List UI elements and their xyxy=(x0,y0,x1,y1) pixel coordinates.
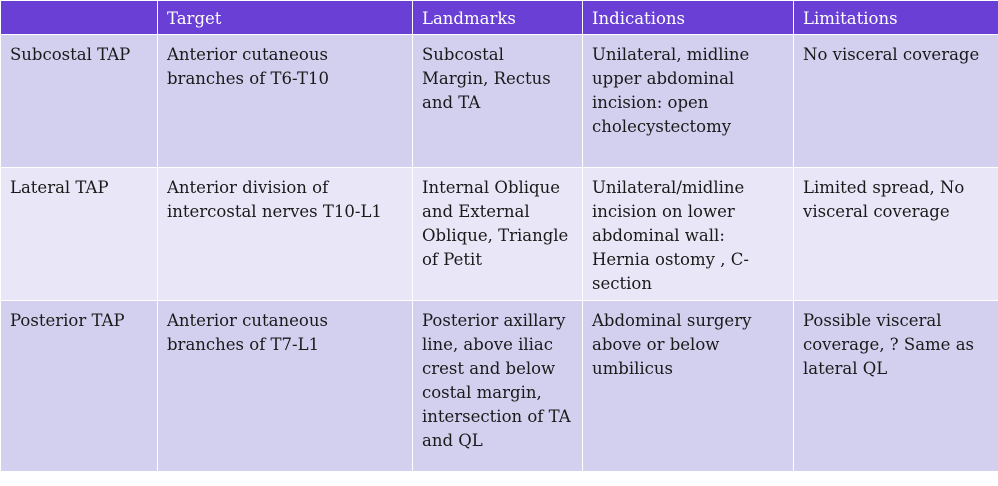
indications-cell: Abdominal surgery above or below umbilic… xyxy=(582,300,794,472)
target-cell: Anterior division of intercostal nerves … xyxy=(157,167,413,301)
target-cell: Anterior cutaneous branches of T6-T10 xyxy=(157,34,413,168)
table-row: Posterior TAP Anterior cutaneous branche… xyxy=(0,300,998,472)
table-row: Lateral TAP Anterior division of interco… xyxy=(0,167,998,301)
limitations-cell: No visceral coverage xyxy=(793,34,998,168)
table-row: Subcostal TAP Anterior cutaneous branche… xyxy=(0,34,998,168)
header-cell-landmarks: Landmarks xyxy=(412,0,583,35)
limitations-cell: Limited spread, No visceral coverage xyxy=(793,167,998,301)
landmarks-cell: Posterior axillary line, above iliac cre… xyxy=(412,300,583,472)
header-cell-limitations: Limitations xyxy=(793,0,998,35)
row-label: Subcostal TAP xyxy=(0,34,158,168)
limitations-cell: Possible visceral coverage, ? Same as la… xyxy=(793,300,998,472)
tap-block-comparison-table: Target Landmarks Indications Limitations… xyxy=(0,0,998,472)
header-cell-indications: Indications xyxy=(582,0,794,35)
target-cell: Anterior cutaneous branches of T7-L1 xyxy=(157,300,413,472)
indications-cell: Unilateral/midline incision on lower abd… xyxy=(582,167,794,301)
row-label: Posterior TAP xyxy=(0,300,158,472)
row-label: Lateral TAP xyxy=(0,167,158,301)
landmarks-cell: Subcostal Margin, Rectus and TA xyxy=(412,34,583,168)
header-cell-target: Target xyxy=(157,0,413,35)
header-row: Target Landmarks Indications Limitations xyxy=(0,0,998,35)
header-cell-blank xyxy=(0,0,158,35)
indications-cell: Unilateral, midline upper abdominal inci… xyxy=(582,34,794,168)
landmarks-cell: Internal Oblique and External Oblique, T… xyxy=(412,167,583,301)
